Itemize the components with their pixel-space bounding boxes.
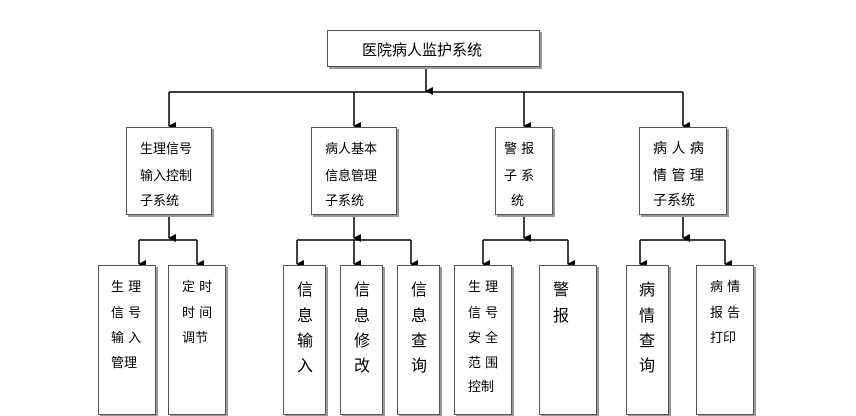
leaf-node-line: 情 [639, 306, 656, 325]
leaf-node-info-edit: 信 息 修 改 [340, 265, 383, 415]
leaf-node-info-input: 信 息 输 入 [283, 265, 326, 415]
subsystem-1-connector [138, 215, 204, 268]
root-connector [168, 67, 690, 130]
leaf-node-line: 输 入 [111, 331, 142, 346]
leaf-node-line: 入 [297, 356, 314, 375]
leaf-node-line: 信 号 [111, 306, 142, 321]
subsystem-node-line: 统 [511, 194, 525, 209]
leaf-node-line: 打印 [710, 331, 737, 346]
subsystem-node-line: 子 系 [504, 169, 535, 184]
leaf-node-line: 报 [553, 306, 570, 325]
leaf-node-line: 信 [297, 280, 314, 299]
leaf-node-line: 安 全 [468, 331, 499, 346]
subsystem-4-connector [639, 215, 732, 268]
leaf-node-line: 询 [639, 356, 656, 375]
subsystem-node-line: 信息管理 [325, 169, 378, 184]
leaf-node-condition-report: 病 情 报 告 打印 [696, 265, 754, 415]
subsystem-node-line: 情 管 理 [653, 168, 704, 184]
subsystem-node-line: 警 报 [504, 142, 535, 157]
leaf-node-line: 管理 [111, 356, 138, 371]
subsystem-2-connector [296, 215, 418, 268]
leaf-node-line: 信 [411, 280, 428, 299]
leaf-node-line: 息 [297, 306, 314, 325]
subsystem-node-line: 病 人 病 [653, 141, 704, 157]
leaf-node-line: 调节 [182, 331, 209, 346]
subsystem-node-line: 子系统 [140, 194, 180, 209]
subsystem-node-physiological-signal: 生理信号 输入控制 子系统 [126, 127, 212, 215]
subsystem-3-connector [482, 215, 575, 268]
leaf-node-line: 信 [354, 280, 371, 299]
subsystem-node-line: 病人基本 [325, 142, 378, 157]
leaf-node-line: 信 号 [468, 306, 499, 321]
leaf-node-line: 时 间 [182, 306, 213, 321]
leaf-node-line: 询 [411, 356, 428, 375]
subsystem-node-line: 子系统 [653, 193, 695, 209]
leaf-node-line: 息 [354, 306, 371, 325]
subsystem-node-patient-info: 病人基本 信息管理 子系统 [311, 127, 397, 215]
leaf-node-timer: 定 时 时 间 调节 [168, 265, 226, 415]
leaf-node-line: 定 时 [182, 280, 213, 295]
subsystem-node-alarm: 警 报 子 系 统 [495, 127, 553, 215]
leaf-node-line: 报 告 [710, 306, 741, 321]
leaf-node-line: 控制 [468, 380, 495, 395]
leaf-node-line: 查 [411, 331, 428, 350]
subsystem-node-condition-management: 病 人 病 情 管 理 子系统 [639, 127, 727, 215]
subsystem-node-line: 输入控制 [140, 169, 193, 184]
leaf-node-alarm: 警 报 [539, 265, 597, 415]
leaf-node-line: 修 [354, 331, 371, 350]
leaf-node-line: 警 [553, 280, 570, 299]
leaf-node-signal-input: 生 理 信 号 输 入 管理 [98, 265, 156, 415]
root-node-label: 医院病人监护系统 [362, 41, 483, 59]
leaf-node-line: 输 [297, 331, 314, 350]
leaf-node-line: 息 [411, 306, 428, 325]
subsystem-node-line: 生理信号 [140, 142, 193, 157]
leaf-node-line: 改 [354, 356, 371, 375]
leaf-node-line: 病 [639, 280, 656, 299]
root-node: 医院病人监护系统 [327, 30, 540, 67]
leaf-node-safety-range: 生 理 信 号 安 全 范 围 控制 [454, 265, 512, 415]
leaf-node-line: 病 情 [710, 280, 741, 295]
leaf-node-condition-query: 病 情 查 询 [626, 265, 669, 415]
subsystem-node-line: 子系统 [325, 194, 365, 209]
leaf-node-line: 生 理 [468, 280, 499, 295]
leaf-node-line: 范 围 [468, 356, 499, 371]
leaf-node-line: 查 [639, 331, 656, 350]
leaf-node-info-query: 信 息 查 询 [397, 265, 440, 415]
leaf-node-line: 生 理 [111, 280, 142, 295]
